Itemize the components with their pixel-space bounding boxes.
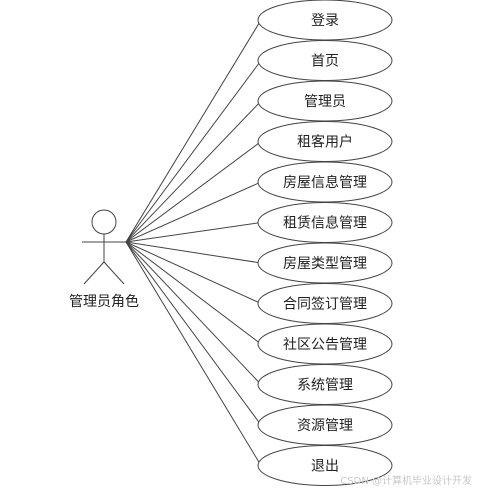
use-case-label: 租客用户 (297, 134, 353, 151)
association-line (125, 60, 262, 243)
association-line (125, 141, 262, 243)
use-case: 首页 (257, 40, 393, 81)
use-case: 租客用户 (257, 121, 393, 162)
use-case: 登录 (257, 0, 393, 41)
use-case-list: 登录首页管理员租客用户房屋信息管理租赁信息管理房屋类型管理合同签订管理社区公告管… (257, 0, 393, 486)
association-line (125, 241, 262, 304)
use-case: 租赁信息管理 (257, 202, 393, 243)
use-case-label: 管理员 (304, 94, 346, 110)
association-line (125, 241, 262, 345)
use-case: 房屋类型管理 (257, 242, 393, 284)
association-line (125, 241, 262, 264)
association-line (125, 241, 262, 385)
use-case-label: 房屋信息管理 (283, 174, 367, 191)
actor-right-leg (103, 261, 125, 285)
use-case-label: 退出 (311, 459, 339, 475)
association-lines (125, 19, 262, 466)
use-case: 房屋信息管理 (257, 161, 393, 203)
use-case: 系统管理 (257, 364, 393, 405)
association-line (125, 241, 262, 426)
use-case-label: 社区公告管理 (283, 337, 367, 353)
association-line (125, 19, 262, 243)
use-case-label: 首页 (311, 54, 339, 70)
actor: 管理员角色 (69, 209, 139, 310)
association-line (125, 100, 262, 243)
use-case-label: 登录 (311, 13, 339, 29)
association-line (125, 181, 262, 243)
use-case: 社区公告管理 (257, 323, 393, 365)
association-line (125, 241, 262, 466)
actor-head (91, 209, 117, 235)
use-case-label: 房屋类型管理 (283, 256, 367, 272)
use-case-label: 租赁信息管理 (283, 215, 367, 232)
use-case-label: 资源管理 (297, 418, 353, 434)
use-case-ellipse (257, 445, 393, 486)
watermark: CSDN @计算机毕业设计开发 (340, 476, 472, 487)
use-case-label: 合同签订管理 (283, 296, 367, 313)
use-case: 合同签订管理 (257, 283, 393, 324)
use-case: 退出 (257, 445, 393, 486)
use-case: 资源管理 (257, 404, 393, 446)
association-line (125, 222, 262, 243)
use-case: 管理员 (257, 80, 393, 122)
actor-left-leg (83, 261, 105, 285)
use-case-label: 系统管理 (297, 378, 353, 394)
actor-label: 管理员角色 (69, 293, 139, 310)
